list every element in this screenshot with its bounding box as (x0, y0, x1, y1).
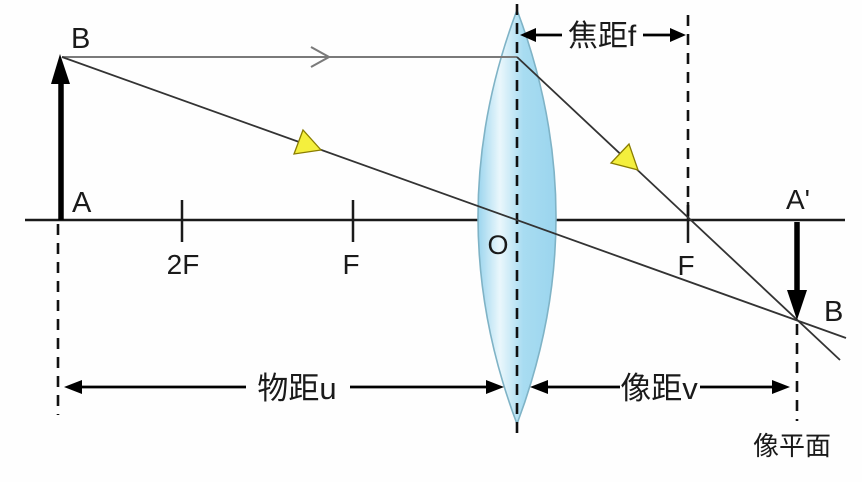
ray-through-center (61, 56, 847, 339)
label-image-base-A-prime: A' (786, 184, 810, 215)
measure-arrow-right-icon (670, 28, 686, 42)
measure-arrow-left-icon (520, 28, 536, 42)
measure-arrow-right-icon (772, 380, 790, 394)
ray-direction-chevron-icon (310, 46, 332, 68)
label-object-base-A: A (72, 187, 92, 219)
ray-refracted-through-focus (516, 56, 841, 361)
label-image-distance: 像距v (620, 371, 698, 406)
label-image-plane: 像平面 (753, 431, 831, 461)
ray-direction-marker-icon (293, 128, 323, 155)
object-arrow-head-icon (51, 54, 70, 84)
label-focal-length: 焦距f (568, 20, 637, 53)
label-F-right: F (677, 250, 694, 281)
label-object-top-B: B (71, 23, 90, 55)
label-2F: 2F (167, 249, 200, 280)
label-lens-center-O: O (487, 230, 508, 260)
measure-arrow-right-icon (486, 380, 504, 394)
image-arrow-head-icon (787, 290, 807, 320)
measure-arrow-left-icon (64, 380, 82, 394)
label-image-tip-B: B (824, 296, 843, 328)
measure-arrow-left-icon (530, 380, 548, 394)
ray-direction-marker-icon (609, 142, 640, 171)
label-object-distance: 物距u (257, 371, 336, 406)
label-F-left: F (342, 249, 359, 280)
